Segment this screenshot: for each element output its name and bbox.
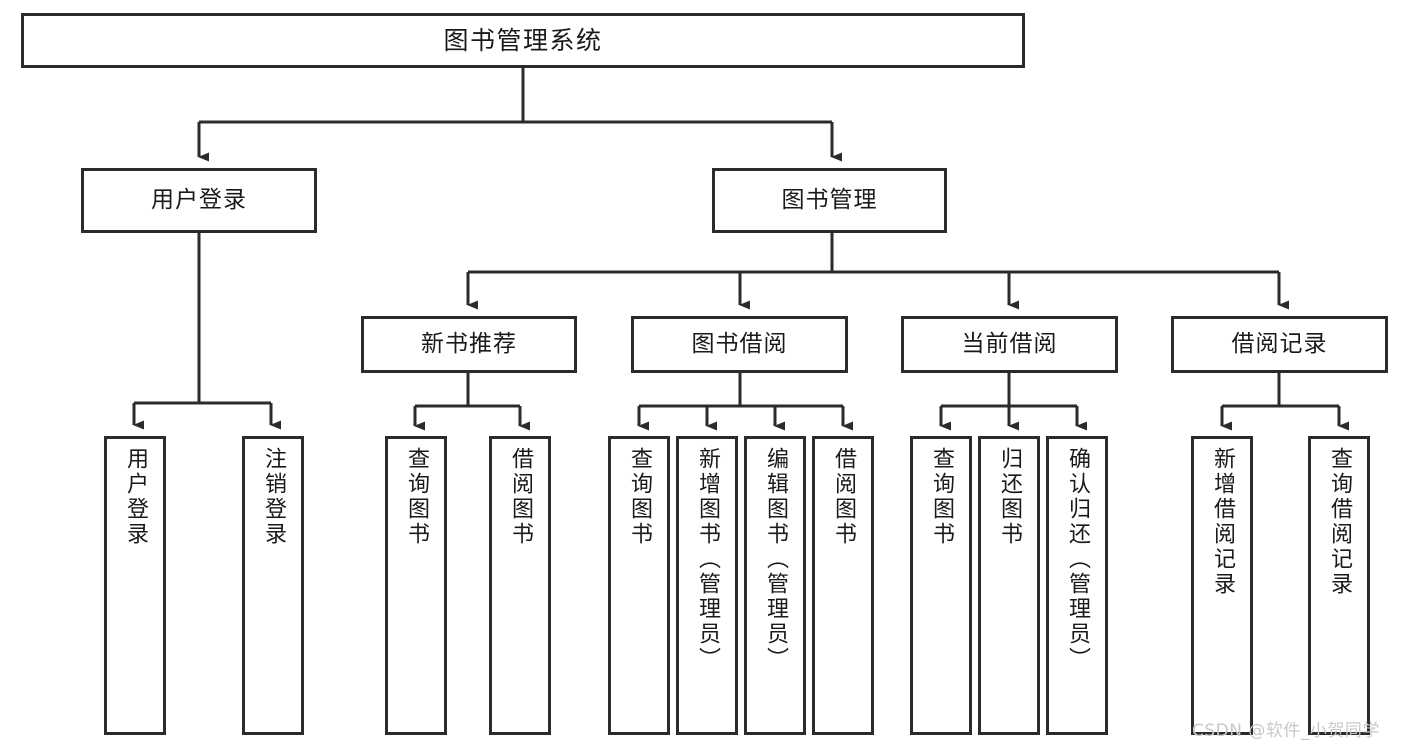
node-label: 新增借阅记录 [1210,447,1235,597]
node-leaf-query-book-current[interactable]: 查询图书 [910,436,972,735]
node-label: 借阅图书 [508,447,533,547]
node-book-borrow[interactable]: 图书借阅 [631,316,848,373]
node-label: 查询借阅记录 [1327,447,1352,597]
node-label: 图书借阅 [691,330,788,357]
node-label: 图书管理系统 [443,25,603,55]
node-label: 用户登录 [151,186,247,213]
node-label: 用户登录 [123,447,148,547]
node-label: 借阅图书 [831,447,856,547]
node-book-management[interactable]: 图书管理 [712,168,947,233]
node-leaf-query-borrow-record[interactable]: 查询借阅记录 [1308,436,1370,735]
node-leaf-borrow-book[interactable]: 借阅图书 [812,436,874,735]
node-label: 当前借阅 [961,330,1058,357]
node-label: 查询图书 [404,447,429,547]
node-leaf-logout-login[interactable]: 注销登录 [242,436,304,735]
node-label: 编辑图书（管理员） [763,447,788,672]
node-leaf-edit-book[interactable]: 编辑图书（管理员） [744,436,806,735]
node-label: 注销登录 [261,447,286,547]
node-leaf-add-borrow-record[interactable]: 新增借阅记录 [1191,436,1253,735]
node-label: 新书推荐 [421,330,517,357]
node-label: 查询图书 [929,447,954,547]
node-label: 确认归还（管理员） [1065,447,1090,672]
node-label: 新增图书（管理员） [695,447,720,672]
watermark-text: CSDN @软件_小贺同学 [1192,721,1380,741]
node-leaf-user-login[interactable]: 用户登录 [104,436,166,735]
node-leaf-confirm-return[interactable]: 确认归还（管理员） [1046,436,1108,735]
node-leaf-add-book[interactable]: 新增图书（管理员） [676,436,738,735]
node-label: 图书管理 [781,186,878,213]
node-leaf-borrow-book-recommend[interactable]: 借阅图书 [489,436,551,735]
node-book-management-system[interactable]: 图书管理系统 [21,13,1025,68]
node-user-login[interactable]: 用户登录 [81,168,317,233]
node-current-borrow[interactable]: 当前借阅 [901,316,1118,373]
node-leaf-query-book-recommend[interactable]: 查询图书 [385,436,447,735]
node-label: 查询图书 [627,447,652,547]
node-new-book-recommend[interactable]: 新书推荐 [361,316,577,373]
node-label: 借阅记录 [1231,330,1328,357]
node-leaf-query-book-borrow[interactable]: 查询图书 [608,436,670,735]
node-label: 归还图书 [997,447,1022,547]
node-borrow-record[interactable]: 借阅记录 [1171,316,1388,373]
node-leaf-return-book[interactable]: 归还图书 [978,436,1040,735]
